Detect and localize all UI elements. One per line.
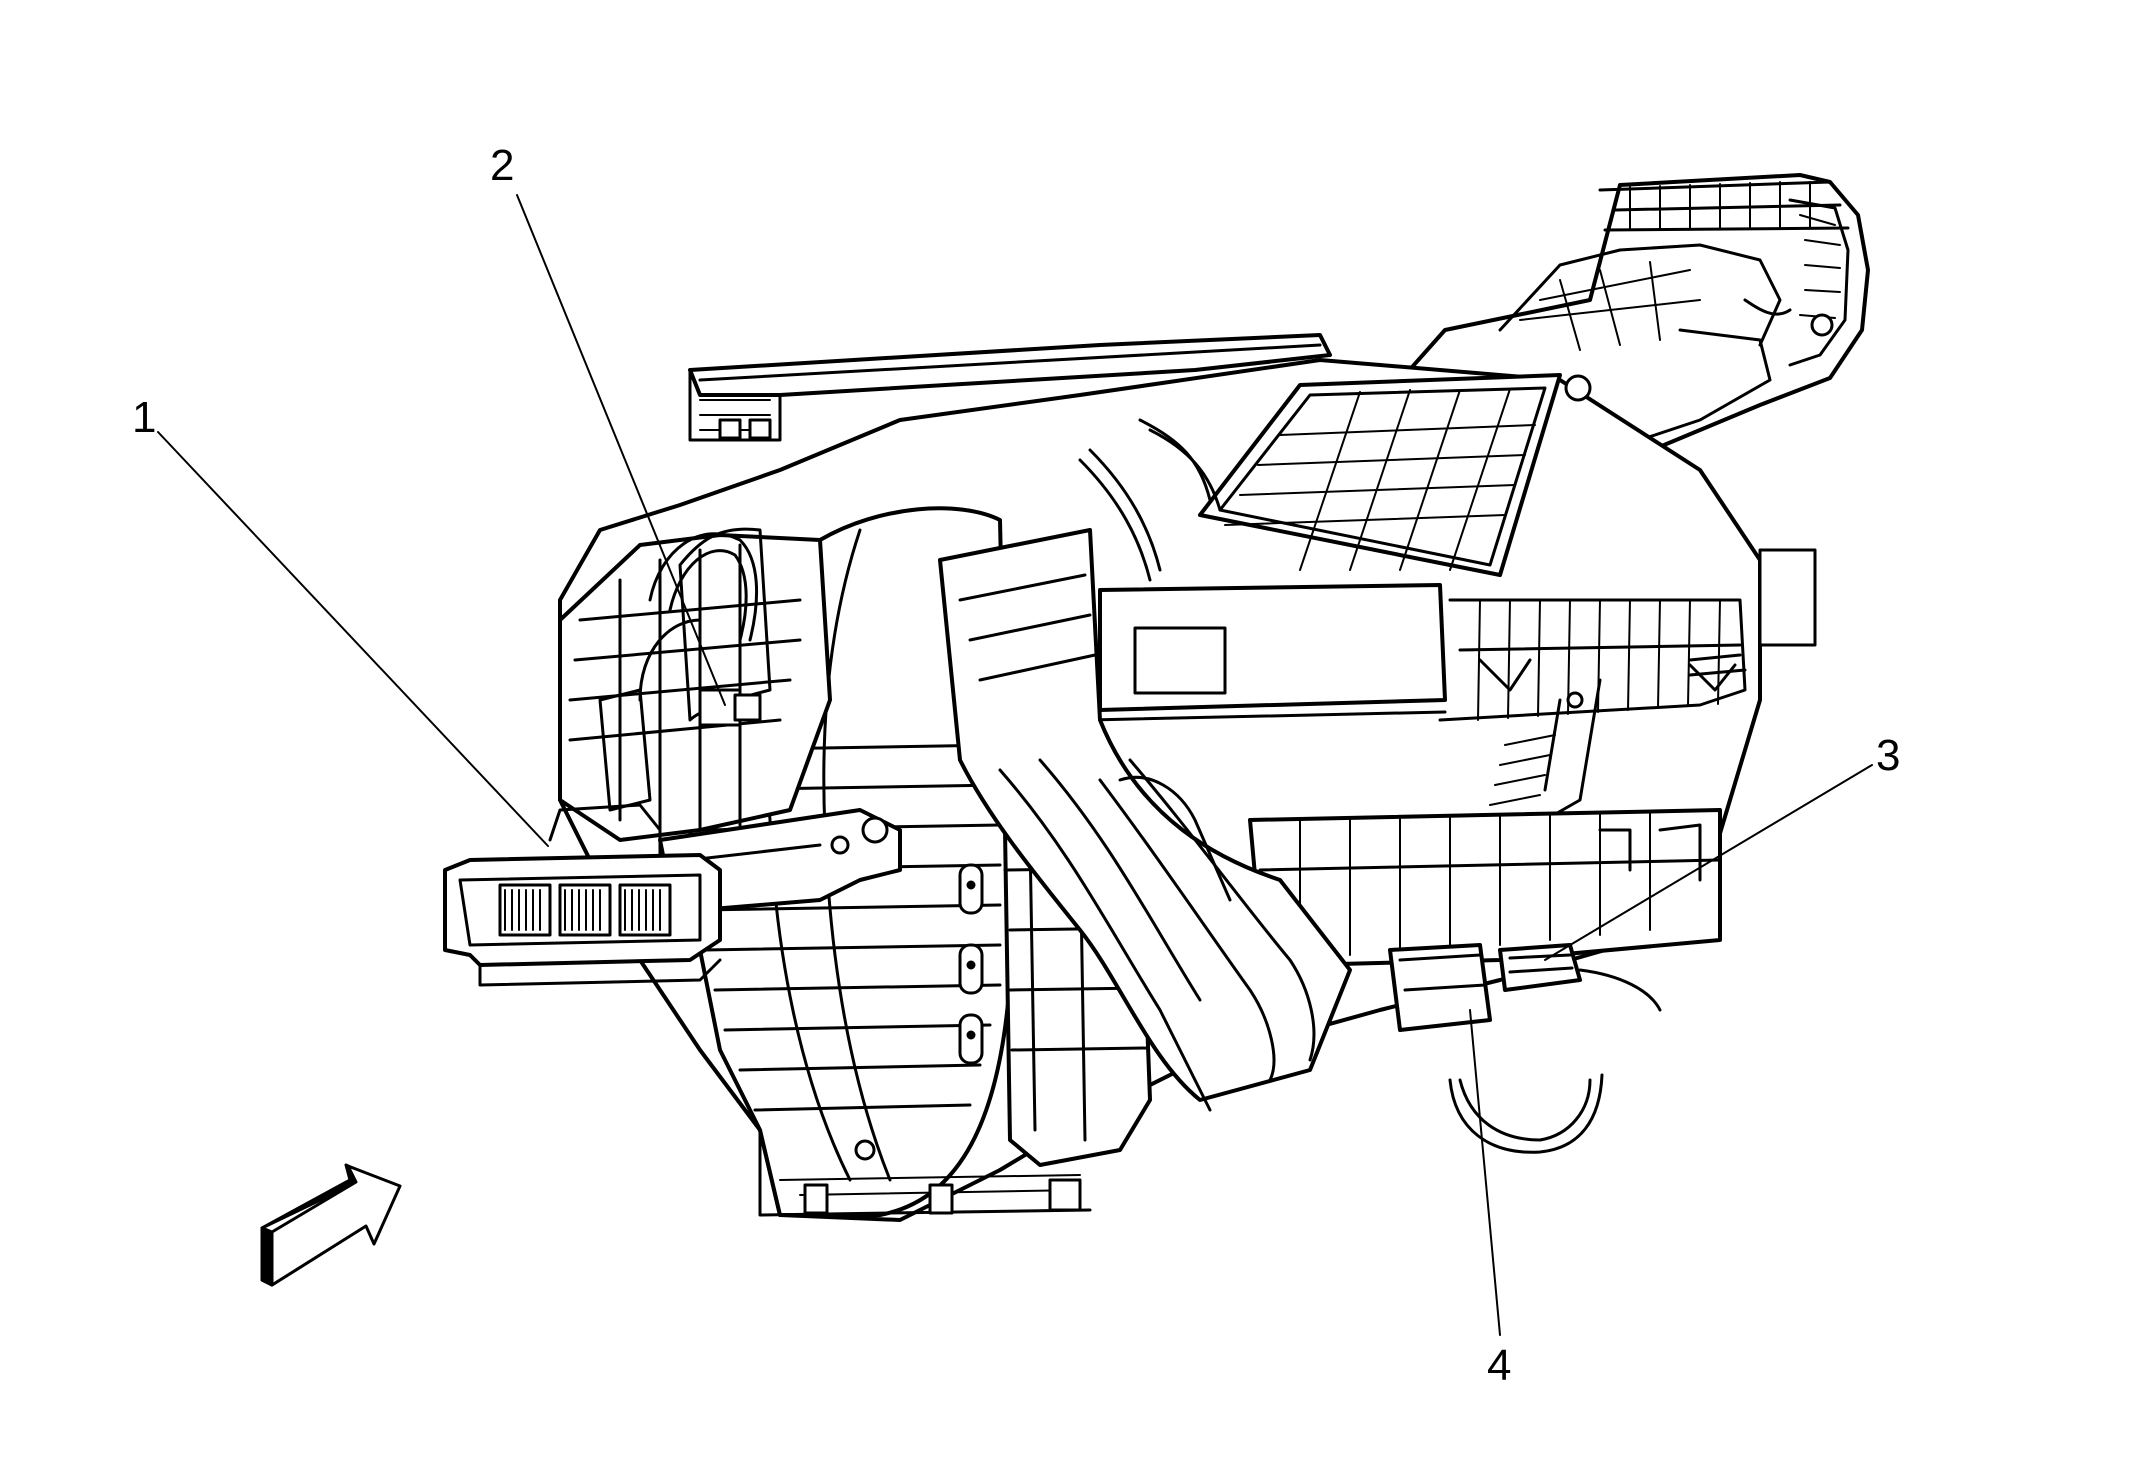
control-module-box (1088, 583, 1447, 722)
callout-2: 2 (490, 141, 514, 190)
callout-leaders (157, 194, 1873, 1336)
electrical-connector-4 (1388, 943, 1492, 1032)
center-ducts (938, 528, 1352, 1112)
leader-line-4 (1469, 1009, 1501, 1336)
view-direction-arrow-icon (260, 1163, 402, 1287)
electrical-connector-3 (1498, 943, 1662, 1012)
electrical-connector-2 (698, 688, 762, 727)
filter-grid-panel (1198, 373, 1592, 577)
hvac-module-assembly (443, 173, 1870, 1222)
drain-tube (1448, 1073, 1604, 1154)
actuator-connector-block (443, 803, 722, 987)
wiring-harness-left (638, 418, 1222, 702)
leader-line-3 (1544, 764, 1873, 961)
callout-3: 3 (1876, 731, 1900, 780)
upper-housing-plate (688, 333, 1332, 442)
callout-4: 4 (1487, 1341, 1511, 1390)
main-housing (443, 358, 1817, 1222)
callout-1: 1 (132, 393, 156, 442)
callout-labels: 1 2 3 4 (132, 141, 1900, 1390)
leader-line-2 (516, 194, 726, 706)
leader-line-1 (157, 431, 549, 847)
